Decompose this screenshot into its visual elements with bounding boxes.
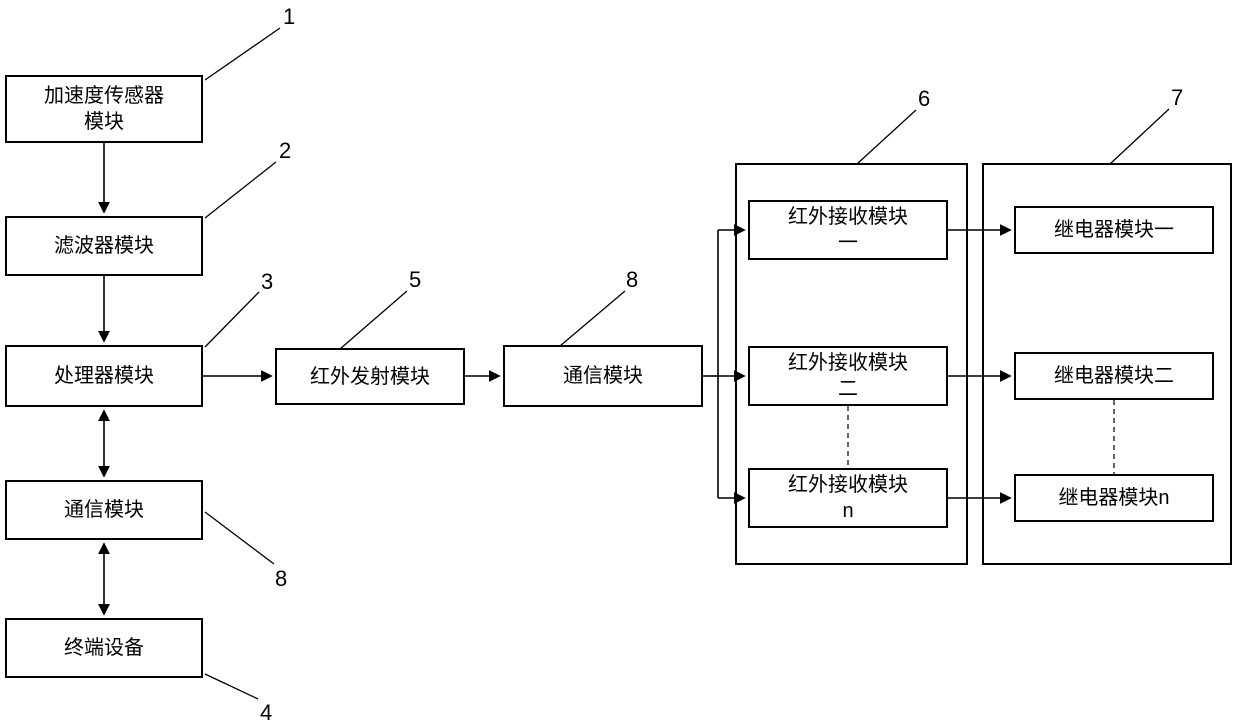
ref-number-6: 6 xyxy=(918,86,931,111)
node-infrared-receiver-module-1: 红外接收模块 一 xyxy=(748,200,948,260)
ref-number-3: 3 xyxy=(261,269,274,294)
node-label: 红外发射模块 xyxy=(310,365,430,388)
ref-number-8-left: 8 xyxy=(275,566,288,591)
ref-number-2: 2 xyxy=(279,138,292,163)
node-label: 通信模块 xyxy=(563,365,643,387)
node-infrared-receiver-module-2: 红外接收模块 二 xyxy=(748,346,948,406)
ref-number-1: 1 xyxy=(283,4,296,29)
ref-number-5: 5 xyxy=(409,267,422,292)
ref-number-8-mid: 8 xyxy=(626,267,639,292)
node-processor-module: 处理器模块 xyxy=(5,345,203,407)
node-terminal-device: 终端设备 xyxy=(5,618,203,678)
node-filter-module: 滤波器模块 xyxy=(5,216,203,276)
node-label: 二 xyxy=(838,378,858,400)
node-label: 终端设备 xyxy=(64,637,144,659)
group-box-ir-receivers xyxy=(735,163,968,565)
node-label: 继电器模块一 xyxy=(1054,219,1174,241)
node-label: 通信模块 xyxy=(64,499,144,521)
node-label: 继电器模块n xyxy=(1058,487,1170,509)
node-label: n xyxy=(842,500,854,522)
node-label: 继电器模块二 xyxy=(1054,365,1174,387)
node-label: 一 xyxy=(838,232,858,254)
node-label: 滤波器模块 xyxy=(54,235,154,257)
node-label: 红外接收模块 xyxy=(788,352,908,374)
node-label: 红外接收模块 xyxy=(788,474,908,496)
node-relay-module-n: 继电器模块n xyxy=(1014,474,1214,522)
node-communication-module-mid: 通信模块 xyxy=(503,345,703,407)
node-label: 红外接收模块 xyxy=(788,206,908,228)
ref-number-7: 7 xyxy=(1171,85,1184,110)
node-label: 处理器模块 xyxy=(54,365,154,387)
node-acceleration-sensor-module: 加速度传感器 模块 xyxy=(5,75,203,143)
group-box-relays xyxy=(982,163,1232,565)
node-infrared-emitter-module: 红外发射模块 xyxy=(275,348,465,405)
node-relay-module-2: 继电器模块二 xyxy=(1014,352,1214,400)
node-label: 模块 xyxy=(84,111,124,133)
node-label: 加速度传感器 xyxy=(44,85,164,107)
node-infrared-receiver-module-n: 红外接收模块 n xyxy=(748,468,948,528)
ref-number-4: 4 xyxy=(260,700,273,725)
node-relay-module-1: 继电器模块一 xyxy=(1014,206,1214,254)
node-communication-module-left: 通信模块 xyxy=(5,480,203,540)
